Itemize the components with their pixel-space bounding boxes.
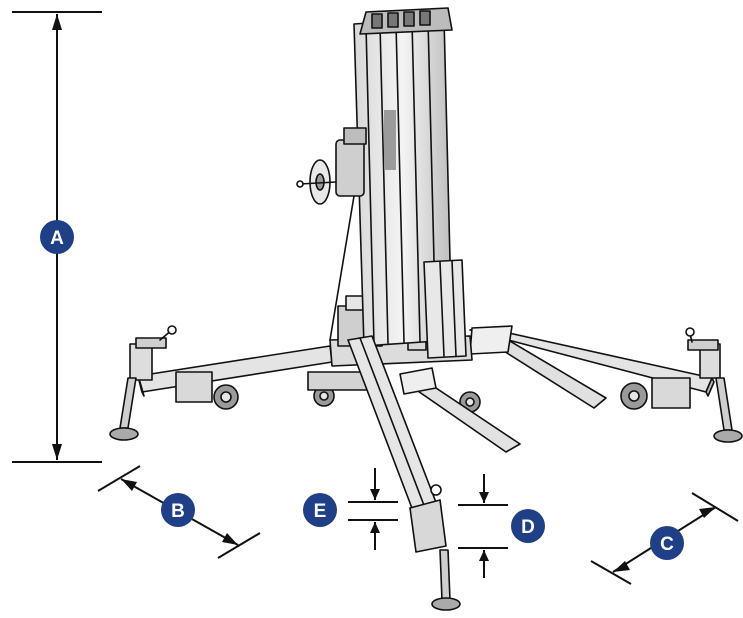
mast — [353, 7, 467, 359]
leg-front-extended — [347, 335, 461, 611]
badge-c: C — [650, 526, 684, 560]
badge-a: A — [40, 220, 74, 254]
leg-back-right — [469, 327, 743, 443]
svg-text:E: E — [314, 501, 327, 522]
winch-assembly — [296, 127, 367, 341]
svg-text:C: C — [660, 534, 674, 555]
leg-front-center — [307, 367, 521, 453]
svg-text:B: B — [171, 501, 185, 522]
dimension-b-leg-span — [97, 465, 261, 559]
material-lift-illustration — [109, 7, 743, 611]
svg-text:D: D — [521, 517, 535, 538]
dimension-d — [458, 474, 508, 578]
badge-e: E — [303, 493, 337, 527]
svg-text:A: A — [50, 228, 64, 249]
dimension-e — [348, 468, 398, 550]
leg-back-left — [109, 325, 333, 441]
badge-d: D — [511, 509, 545, 543]
badge-b: B — [161, 493, 195, 527]
